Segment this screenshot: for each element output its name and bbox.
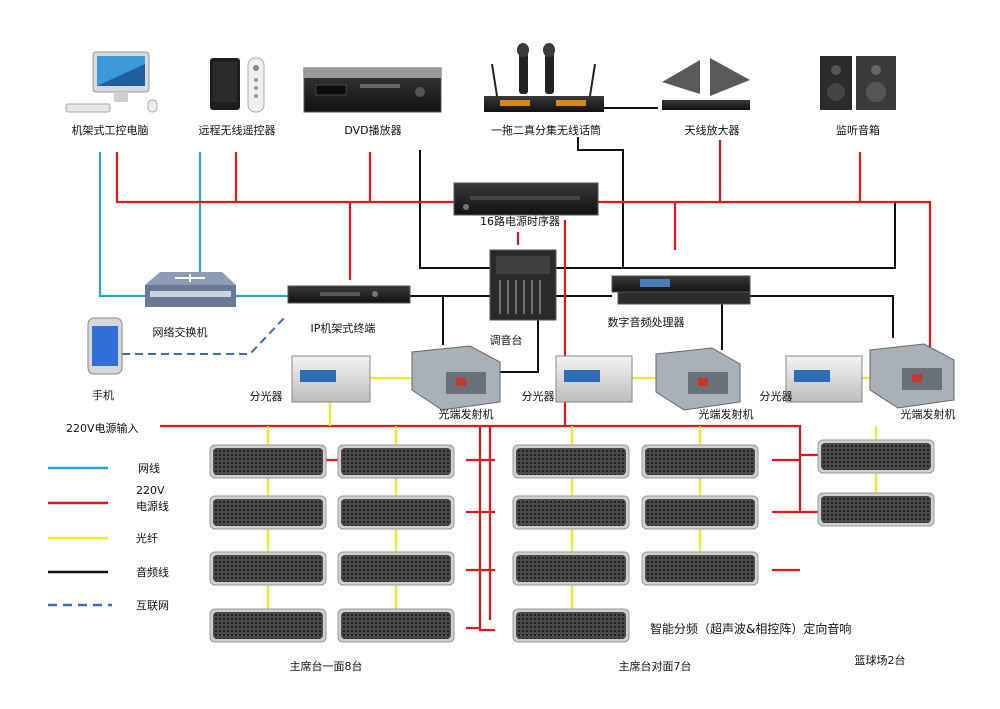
speaker-unit[interactable]	[209, 551, 327, 586]
computer-label: 机架式工控电脑	[72, 123, 149, 137]
dsp-icon[interactable]	[611, 275, 751, 305]
speaker-group-opposite	[512, 444, 759, 643]
speaker-unit[interactable]	[512, 495, 630, 530]
optical-transmitter-icon[interactable]	[869, 343, 955, 409]
speaker-unit[interactable]	[512, 551, 630, 586]
remote-label: 远程无线遥控器	[199, 123, 276, 137]
internet-line	[122, 316, 286, 355]
legend-power-label-1: 220V	[136, 484, 165, 497]
speaker-unit[interactable]	[337, 608, 455, 643]
splitter-icon[interactable]	[785, 355, 863, 403]
legend-fiber-label: 光纤	[136, 531, 158, 545]
speaker-unit[interactable]	[817, 492, 935, 527]
monitor-speaker-label: 监听音箱	[836, 123, 880, 137]
splitter-2-label: 分光器	[522, 389, 555, 403]
phone-label: 手机	[92, 388, 114, 402]
speaker-unit[interactable]	[817, 439, 935, 474]
audio-lines	[410, 107, 896, 373]
computer-icon[interactable]	[65, 51, 158, 113]
legend-audio-label: 音频线	[136, 565, 169, 579]
legend-network-label: 网线	[138, 461, 160, 475]
transmitter-1-label: 光端发射机	[439, 407, 494, 421]
speaker-unit[interactable]	[209, 444, 327, 479]
switch-label: 网络交换机	[153, 325, 208, 339]
legend-internet-label: 互联网	[136, 599, 169, 612]
optical-transmitter-icon[interactable]	[411, 345, 501, 411]
group-main-label: 主席台一面8台	[290, 659, 363, 673]
network-lines	[98, 152, 290, 298]
phone-icon[interactable]	[87, 317, 123, 375]
transmitter-3-label: 光端发射机	[901, 407, 956, 421]
legend-power-label-2: 电源线	[136, 499, 169, 513]
splitter-icon[interactable]	[291, 355, 371, 403]
speaker-unit[interactable]	[337, 551, 455, 586]
speaker-unit[interactable]	[512, 444, 630, 479]
optical-transmitter-icon[interactable]	[655, 347, 741, 411]
legend: 网线 220V 电源线 光纤 音频线 互联网	[48, 461, 169, 612]
speaker-unit[interactable]	[641, 444, 759, 479]
remote-icon[interactable]	[210, 57, 265, 113]
speaker-unit[interactable]	[209, 608, 327, 643]
speaker-group-main	[209, 444, 455, 643]
speaker-unit[interactable]	[641, 495, 759, 530]
monitor-speakers-icon[interactable]	[820, 56, 896, 110]
transmitter-2-label: 光端发射机	[699, 407, 754, 421]
sequencer-label: 16路电源时序器	[480, 214, 560, 228]
group-opposite-label: 主席台对面7台	[619, 659, 692, 673]
mixer-label: 调音台	[490, 333, 523, 347]
fiber-lines	[266, 376, 878, 610]
product-note: 智能分频（超声波&相控阵）定向音响	[650, 621, 851, 636]
mixer-icon[interactable]	[489, 249, 557, 321]
ip-terminal-icon[interactable]	[287, 285, 411, 304]
power-input-label: 220V电源输入	[66, 421, 139, 435]
speaker-unit[interactable]	[641, 551, 759, 586]
mic-label: 一拖二真分集无线话筒	[491, 123, 601, 137]
speaker-unit[interactable]	[337, 495, 455, 530]
group-basketball-label: 篮球场2台	[855, 653, 906, 667]
dvd-label: DVD播放器	[344, 123, 401, 137]
speaker-unit[interactable]	[337, 444, 455, 479]
dsp-label: 数字音频处理器	[608, 315, 685, 329]
splitter-icon[interactable]	[555, 355, 633, 403]
splitter-3-label: 分光器	[760, 389, 793, 403]
network-switch-icon[interactable]	[145, 272, 236, 307]
speaker-unit[interactable]	[209, 495, 327, 530]
antenna-amp-label: 天线放大器	[685, 123, 740, 137]
power-sequencer-icon[interactable]	[453, 182, 599, 216]
dvd-player-icon[interactable]	[303, 67, 442, 113]
antenna-amplifier-icon[interactable]	[662, 58, 750, 110]
splitter-1-label: 分光器	[250, 389, 283, 403]
ip-terminal-label: IP机架式终端	[311, 321, 376, 335]
wireless-mic-icon[interactable]	[484, 43, 604, 112]
speaker-unit[interactable]	[512, 608, 630, 643]
